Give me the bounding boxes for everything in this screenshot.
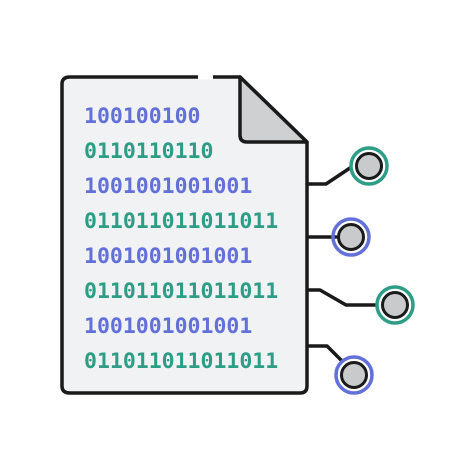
circuit-node-icon [331, 217, 371, 257]
binary-line: 1001001001001 [84, 174, 252, 199]
circuit-node-icon [349, 146, 389, 186]
binary-line: 011011011011011 [84, 349, 278, 374]
connector-line [307, 166, 352, 186]
document-fold-corner [238, 75, 309, 144]
binary-line: 011011011011011 [84, 279, 278, 304]
circuit-connectors [307, 166, 378, 362]
binary-line: 0110110110 [84, 139, 213, 164]
document-sheet [60, 75, 309, 395]
circuit-nodes [331, 146, 415, 395]
document-icon [60, 74, 309, 395]
binary-line: 100100100 [84, 104, 201, 129]
connector-line [307, 344, 343, 362]
binary-text-block: 100100100 0110110110 1001001001001 01101… [84, 104, 278, 374]
binary-line: 1001001001001 [84, 244, 252, 269]
binary-line: 011011011011011 [84, 209, 278, 234]
circuit-node-icon [375, 285, 415, 325]
circuit-node-icon [334, 355, 374, 395]
connector-line [307, 288, 378, 307]
binary-line: 1001001001001 [84, 314, 252, 339]
